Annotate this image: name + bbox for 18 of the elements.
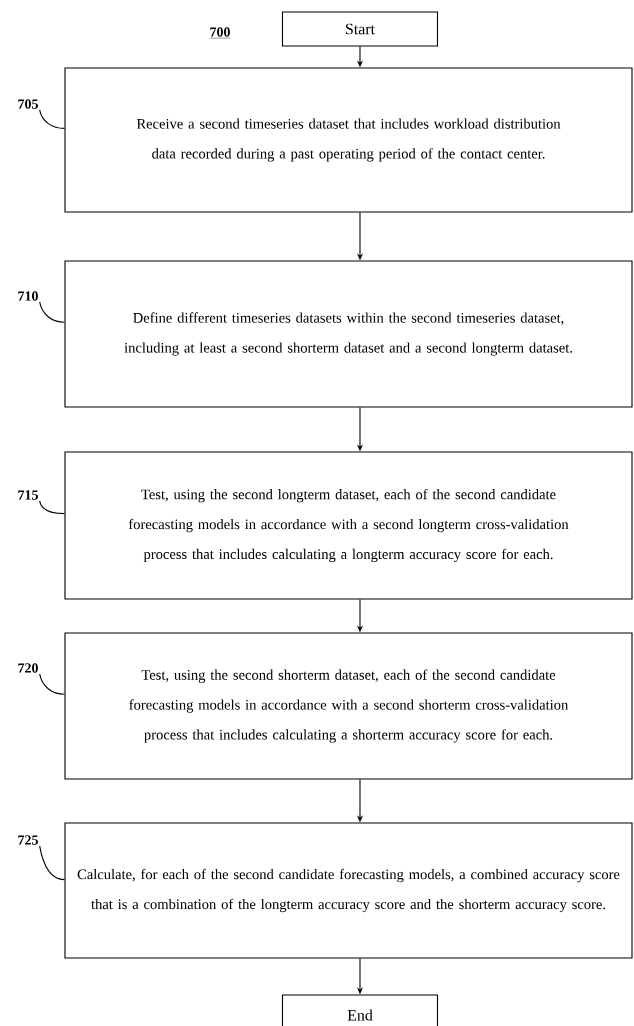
leader-line [39,673,65,695]
callout-number: 720 [18,663,38,673]
reference-number: 700 [209,27,231,39]
leader-line [39,109,65,129]
leader-line [39,845,65,881]
leader-line [39,301,65,323]
process-box: Calculate, for each of the second candidate forecasting models, a combined accuracy score that is a combination of the longterm accuracy score and the shorterm accuracy score. [64,822,633,959]
process-box: Test, using the second shorterm dataset, each of the second candidate forecasting models in accordance with a second shorterm cross-validation process that includes calculating a shorterm accuracy score for each. [64,632,633,780]
process-box: Define different timeseries datasets within the second timeseries dataset, including at least a second shorterm dataset and a second longterm dataset. [64,260,633,408]
terminal-box: End [281,994,439,1026]
callout-number: 725 [18,835,38,845]
terminal-box: Start [281,11,439,47]
process-box: Receive a second timeseries dataset that includes workload distribution data recorded during a past operating period of the contact center. [64,67,633,213]
callout-number: 715 [18,490,38,500]
process-box: Test, using the second longterm dataset, each of the second candidate forecasting models in accordance with a second longterm cross-validation process that includes calculating a longterm accuracy score for each. [64,451,633,600]
leader-line [39,500,65,515]
callout-number: 710 [18,291,38,301]
callout-number: 705 [18,99,38,109]
